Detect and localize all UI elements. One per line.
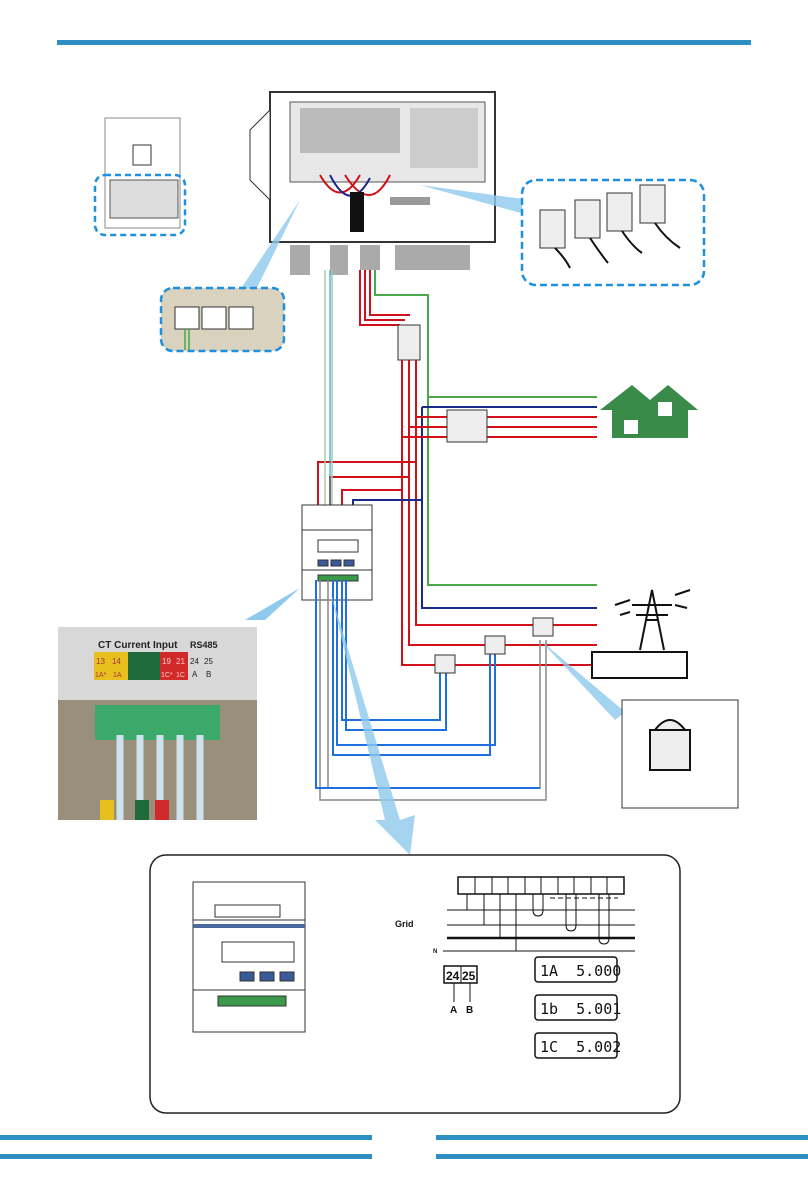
lcd-displays: 1A 5.000 1b 5.001 1C 5.002 [535, 957, 621, 1058]
terminal-a-label: A [450, 1005, 457, 1016]
terminal-b-label: B [466, 1005, 473, 1016]
footer-bar-right-1 [436, 1135, 808, 1140]
terminal-label: 25 [204, 657, 213, 666]
terminal-label: 21 [176, 657, 185, 666]
terminal-label: 1C* [161, 672, 173, 679]
display-phase-c: 1C 5.002 [540, 1038, 621, 1056]
footer-bar-left-1 [0, 1135, 372, 1140]
house-icon [600, 385, 698, 438]
inverter-wiring-box [250, 92, 495, 275]
terminal-24: 24 [446, 969, 460, 983]
neutral-label: N [433, 949, 437, 955]
rj45-port-icon [175, 307, 253, 329]
terminal-label: A [192, 670, 198, 679]
header-bar [57, 40, 751, 45]
terminal-label: 1C [176, 672, 185, 679]
energy-meter-icon [193, 882, 305, 1032]
terminal-label: 24 [190, 657, 199, 666]
footer-bar-left-2 [0, 1154, 372, 1159]
inverter-icon [95, 118, 185, 235]
terminal-label: 19 [162, 657, 171, 666]
photo-rs485: RS485 [190, 640, 218, 650]
transmission-tower-icon [592, 590, 690, 678]
terminal-label: 13 [96, 657, 105, 666]
terminal-label: B [206, 670, 211, 679]
photo-callout-arrow [245, 588, 300, 620]
power-lines [318, 270, 597, 665]
footer-bar-right-2 [436, 1154, 808, 1159]
display-phase-b: 1b 5.001 [540, 1000, 621, 1018]
ct-wires [316, 580, 546, 800]
terminal-25: 25 [462, 969, 476, 983]
terminal-label: 1A* [95, 672, 107, 679]
display-phase-a: 1A 5.000 [540, 962, 621, 980]
photo-title: CT Current Input [98, 640, 178, 651]
terminal-label: 14 [112, 657, 121, 666]
ct-terminal-photo: CT Current Input RS485 13 14 19 21 24 25… [58, 627, 257, 820]
grid-label: Grid [395, 919, 414, 929]
terminal-label: 1A [113, 672, 122, 679]
